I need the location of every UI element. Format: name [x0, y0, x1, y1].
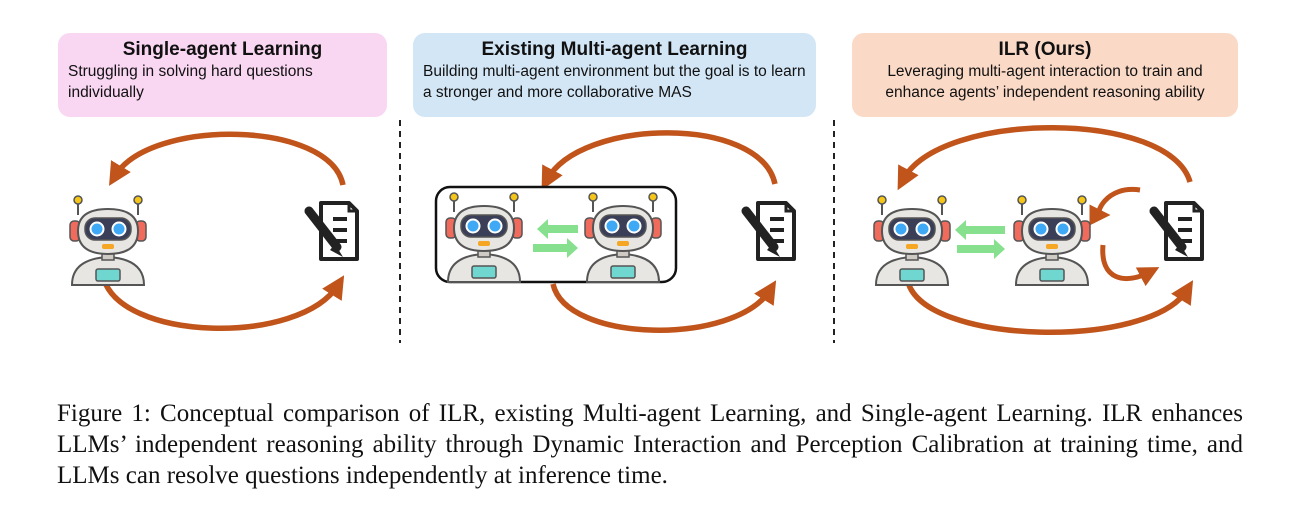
cycle-arrow-icon — [100, 275, 345, 331]
panel-description: Leveraging multi-agent interaction to tr… — [885, 63, 1205, 101]
document-pen-icon — [309, 203, 357, 259]
panel-title: ILR (Ours) — [998, 39, 1092, 60]
robot-icon — [1013, 195, 1091, 286]
panel-ilr: ILR (Ours) Leveraging multi-agent intera… — [852, 33, 1238, 117]
panel-description: Building multi-agent environment but the… — [423, 63, 806, 101]
panel-single-agent: Single-agent Learning Struggling in solv… — [58, 33, 387, 117]
cycle-arrow-icon — [1100, 244, 1160, 287]
document-pen-icon — [746, 203, 794, 259]
cycle-arrow-icon — [905, 280, 1194, 336]
multi-agent-diagram — [434, 130, 794, 333]
cycle-arrow-icon — [550, 280, 777, 333]
cycle-arrow-icon — [1089, 187, 1141, 226]
figure-caption: Figure 1: Conceptual comparison of ILR, … — [57, 400, 1243, 489]
panel-title: Existing Multi-agent Learning — [481, 39, 748, 60]
single-agent-diagram — [69, 131, 357, 331]
ilr-diagram — [873, 125, 1202, 336]
interaction-arrows-icon — [955, 220, 1005, 259]
cycle-arrow-icon — [541, 130, 778, 191]
cycle-arrow-icon — [897, 125, 1193, 191]
panel-title: Single-agent Learning — [122, 39, 323, 60]
robot-icon — [873, 195, 951, 286]
cycle-arrow-icon — [109, 131, 346, 186]
document-pen-icon — [1154, 203, 1202, 259]
panel-description: Struggling in solving hard questions ind… — [68, 63, 313, 101]
diagram-canvas — [69, 120, 1299, 343]
panel-multi-agent: Existing Multi-agent Learning Building m… — [413, 33, 816, 117]
robot-icon — [69, 195, 147, 286]
interaction-arrows-icon — [533, 219, 578, 258]
